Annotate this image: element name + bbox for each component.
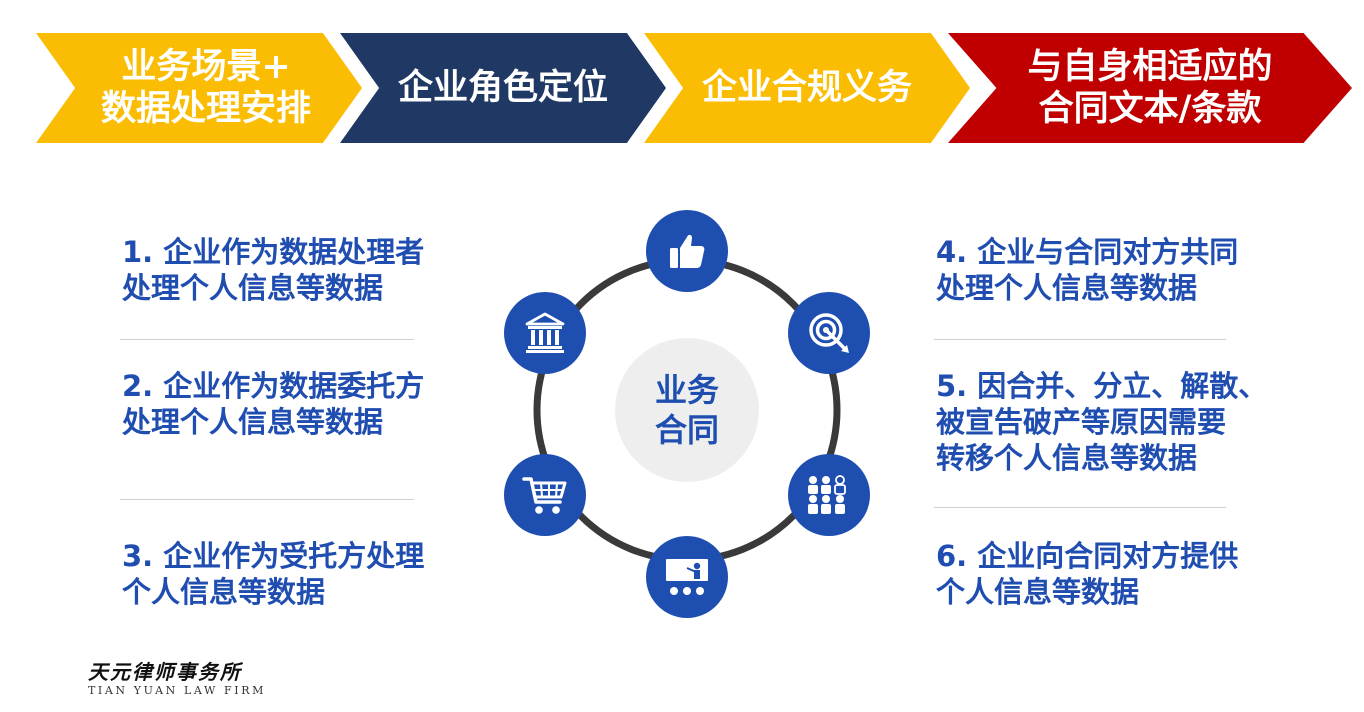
left-divider-1 <box>120 339 414 340</box>
bank-icon <box>525 312 565 353</box>
step-obligation-chevron: 企业合规义务 <box>644 33 970 143</box>
shopping-cart-icon <box>522 477 567 514</box>
step-role-chevron: 企业角色定位 <box>340 33 666 143</box>
step-contract-label: 与自身相适应的 合同文本/条款 <box>1027 47 1273 129</box>
center-label: 业务 合同 <box>654 371 719 449</box>
law-firm-logo: 天元律师事务所 TIAN YUAN LAW FIRM <box>88 660 268 698</box>
right-divider-2 <box>934 507 1226 508</box>
node-shopping-cart <box>504 454 586 536</box>
left-item-2: 2. 企业作为数据委托方 处理个人信息等数据 <box>122 369 425 439</box>
step-scenario-chevron: 业务场景+ 数据处理安排 <box>36 33 362 143</box>
node-team <box>788 454 870 536</box>
left-item-1: 1. 企业作为数据处理者 处理个人信息等数据 <box>122 235 425 305</box>
logo-chinese-name: 天元律师事务所 <box>88 660 242 684</box>
left-divider-2 <box>120 499 414 500</box>
step-scenario-label: 业务场景+ 数据处理安排 <box>100 47 311 129</box>
right-divider-1 <box>934 339 1226 340</box>
node-bank <box>504 292 586 374</box>
node-thumbs-up <box>646 210 728 292</box>
right-item-5: 5. 因合并、分立、解散、 被宣告破产等原因需要 转移个人信息等数据 <box>936 369 1268 475</box>
logo-english-name: TIAN YUAN LAW FIRM <box>88 684 266 697</box>
right-item-4: 4. 企业与合同对方共同 处理个人信息等数据 <box>936 235 1239 305</box>
presentation-icon <box>666 559 708 595</box>
step-contract-chevron: 与自身相适应的 合同文本/条款 <box>948 33 1352 143</box>
step-role-label: 企业角色定位 <box>397 68 608 108</box>
node-target <box>788 292 870 374</box>
left-item-3: 3. 企业作为受托方处理 个人信息等数据 <box>122 539 425 609</box>
step-obligation-label: 企业合规义务 <box>701 68 912 108</box>
team-icon <box>808 475 846 514</box>
target-icon <box>809 313 849 353</box>
business-contract-center: 业务 合同 <box>615 338 759 482</box>
node-presentation <box>646 536 728 618</box>
thumbs-up-icon <box>670 234 705 268</box>
right-item-6: 6. 企业向合同对方提供 个人信息等数据 <box>936 539 1239 609</box>
